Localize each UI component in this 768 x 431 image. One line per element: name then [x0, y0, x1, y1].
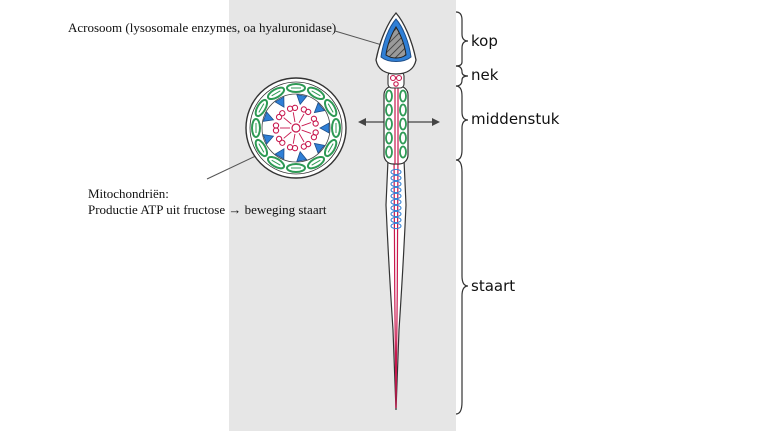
axoneme-line-left — [393, 149, 397, 409]
sheath-ring — [390, 204, 402, 212]
outer-dense-fiber — [274, 148, 285, 160]
midpiece-cross-section — [245, 77, 347, 179]
microtubule-doublet — [286, 144, 299, 152]
region-label-head: kop — [471, 32, 498, 50]
region-label-midpiece: middenstuk — [471, 110, 560, 128]
radial-spokes — [280, 112, 312, 144]
region-label-neck: nek — [471, 66, 499, 84]
brace-tail — [455, 159, 469, 415]
sheath-ring — [390, 198, 402, 206]
illustration-panel — [229, 0, 456, 431]
radial-spoke — [292, 133, 296, 144]
microtubule-doublet — [300, 140, 312, 150]
microtubule-doublet — [310, 129, 319, 141]
mitochondrion — [399, 117, 407, 131]
mitochondrion-section — [254, 138, 269, 158]
region-label-tail: staart — [471, 277, 516, 295]
mitochondrion — [385, 117, 393, 131]
mitochondrion — [399, 89, 407, 103]
microtubule-doublet — [275, 135, 286, 146]
midpiece-mitochondria — [385, 89, 407, 159]
radial-spoke — [298, 132, 305, 143]
microtubule-doublet — [310, 115, 319, 127]
mitochondrion-section — [306, 155, 326, 170]
mitochondrion-section — [286, 83, 306, 93]
outer-dense-fiber — [296, 150, 308, 162]
mitochondria-title: Mitochondriën: — [88, 186, 169, 201]
microtubule-doublet — [286, 104, 299, 112]
outer-dense-fiber — [313, 142, 326, 154]
microtubule-doublet — [300, 106, 312, 116]
outer-dense-fiber — [262, 111, 275, 122]
mitochondrion-section — [331, 118, 341, 138]
mitochondrion — [399, 103, 407, 117]
tail-outline — [385, 159, 407, 411]
mitochondrion-section — [323, 138, 338, 158]
microtubule-doublet-ring — [272, 104, 319, 152]
mitochondrion-section — [266, 155, 286, 170]
mitochondrion — [399, 145, 407, 159]
microtubule-doublet — [272, 122, 280, 134]
mitochondrion-section — [254, 98, 269, 118]
acrosome-annotation: Acrosoom (lysosomale enzymes, oa hyaluro… — [68, 20, 337, 35]
mitochondrion-section — [323, 98, 338, 118]
sheath-ring — [390, 210, 402, 218]
mitochondria-ring — [251, 83, 341, 173]
radial-spoke — [301, 129, 312, 134]
mitochondrion-section — [251, 118, 261, 138]
outer-dense-fiber — [274, 96, 285, 108]
mitochondrion — [385, 89, 393, 103]
brace-midpiece — [455, 85, 469, 161]
sheath-ring — [390, 180, 402, 188]
sheath-ring — [390, 216, 402, 224]
outer-dense-fiber — [262, 134, 275, 145]
mitochondrion — [399, 131, 407, 145]
mitochondria-description: Productie ATP uit fructose → beweging st… — [88, 202, 327, 217]
sheath-ring — [390, 186, 402, 194]
radial-spoke — [292, 112, 296, 123]
outer-dense-fiber — [319, 122, 330, 134]
nucleus — [385, 26, 407, 59]
fibrous-sheath-coil — [390, 168, 402, 230]
outer-dense-fiber — [313, 102, 326, 114]
radial-spoke — [298, 113, 305, 124]
brace-head — [455, 11, 469, 67]
axoneme-line-right — [395, 149, 399, 409]
radial-spoke — [283, 131, 292, 139]
sheath-ring — [390, 192, 402, 200]
brace-neck — [455, 65, 469, 87]
dense-fiber-ring — [262, 94, 330, 162]
mitochondrion-section — [306, 86, 326, 101]
mitochondrion — [385, 103, 393, 117]
mitochondrion-section — [266, 86, 286, 101]
microtubule-doublet — [275, 110, 286, 121]
sheath-ring — [390, 222, 402, 230]
region-braces — [455, 11, 469, 415]
mitochondria-leader-line — [206, 152, 263, 180]
mitochondrion — [385, 131, 393, 145]
section-arrow-right-head — [432, 118, 440, 126]
radial-spoke — [301, 122, 312, 127]
mitochondrion-section — [286, 163, 306, 173]
outer-dense-fiber — [296, 94, 308, 106]
sperm-cell — [375, 12, 417, 411]
sheath-ring — [390, 168, 402, 176]
section-arrow-left-head — [358, 118, 366, 126]
mitochondrion — [385, 145, 393, 159]
sheath-ring — [390, 174, 402, 182]
radial-spoke — [283, 117, 292, 125]
